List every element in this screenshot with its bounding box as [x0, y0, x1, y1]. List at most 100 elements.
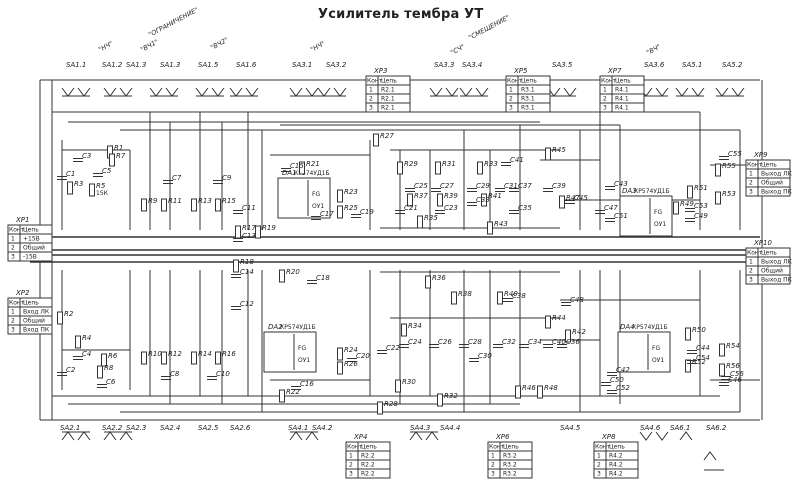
connector-id: XP6	[495, 433, 510, 441]
group-label: "ОГРАНИЧЕНИЕ"	[147, 6, 200, 39]
component-ref: R27	[380, 132, 394, 140]
component-ref: R16	[222, 350, 236, 358]
connector-signal: Общий	[23, 318, 45, 325]
switch-label: SA2.2	[102, 424, 123, 432]
component-C20: C20	[347, 352, 370, 362]
component-C19: C19	[351, 208, 374, 218]
component-R51: R51	[687, 184, 708, 199]
component-value: 15К	[96, 190, 109, 197]
component-R30: R30	[395, 378, 416, 393]
connector-pin: 2	[749, 268, 753, 275]
connector-signal: R4.2	[609, 462, 623, 469]
group-label: "НЧ"	[97, 40, 114, 54]
component-ref: C10	[216, 370, 230, 378]
connector-header: Конт	[367, 78, 383, 85]
component-C22: C22	[377, 344, 400, 354]
component-ref: C26	[438, 338, 452, 346]
component-R14: R14	[191, 350, 212, 365]
component-ref: C52	[616, 384, 630, 392]
switch-label: SA3.4	[462, 61, 482, 69]
connector-pin: 1	[597, 453, 601, 460]
connector-pin: 3	[491, 471, 495, 478]
component-C25: C25	[405, 182, 428, 192]
connector-header: Конт	[595, 444, 611, 451]
component-R35: R35	[417, 214, 438, 229]
connector-pin: 2	[11, 245, 15, 252]
connector-header: Цепь	[761, 250, 777, 257]
connector-signal: R3.1	[521, 87, 535, 94]
component-ref: C11	[242, 204, 256, 212]
component-ref: R33	[484, 160, 498, 168]
component-C55: C55	[719, 150, 742, 160]
component-ref: C6	[106, 378, 116, 386]
component-ref: C28	[468, 338, 482, 346]
component-ref: C12	[240, 300, 254, 308]
component-ref: R29	[404, 160, 418, 168]
svg-text:FG: FG	[298, 345, 306, 352]
connector-pin: 3	[349, 471, 353, 478]
group-label: "ВЧ"	[645, 43, 662, 57]
switch-label: SA2.4	[160, 424, 180, 432]
component-ref: C53	[694, 202, 708, 210]
group-labels: "НЧ""ОГРАНИЧЕНИЕ""ВЧ1""ВЧ2""НЧ""СЧ""СМЕЩ…	[97, 6, 662, 57]
connector-header: Конт	[747, 162, 763, 169]
component-ref: C43	[614, 180, 628, 188]
component-C14: C14	[231, 268, 254, 278]
component-R6: R6	[101, 352, 118, 367]
component-C33: C33	[467, 196, 490, 206]
component-ref: R26	[344, 360, 358, 368]
component-C30: C30	[469, 352, 492, 362]
switch-label: SA4.4	[440, 424, 460, 432]
component-R37: R37	[407, 192, 428, 207]
connector-pin: 1	[11, 236, 15, 243]
component-C26: C26	[429, 338, 452, 348]
component-C6: C6	[97, 378, 116, 388]
page-title: Усилитель тембра УТ	[318, 7, 484, 22]
connector-signal: R3.2	[503, 462, 517, 469]
component-C5: C5	[93, 167, 112, 177]
connector-signal: Общий	[761, 180, 783, 187]
switch-label: SA6.1	[670, 424, 690, 432]
component-ref: C39	[552, 182, 566, 190]
switch-label: SA5.1	[682, 61, 702, 69]
connector-pin: 3	[603, 105, 607, 112]
component-C52: C52	[607, 384, 630, 394]
component-C7: C7	[163, 174, 182, 184]
component-R10: R10	[141, 350, 162, 365]
component-R31: R31	[435, 160, 456, 175]
component-ref: R32	[444, 392, 458, 400]
connector-header: Цепь	[503, 444, 519, 451]
switch-label: SA3.5	[552, 61, 573, 69]
group-label: "НЧ"	[309, 40, 326, 54]
component-C44: C44	[687, 344, 710, 354]
component-ref: C21	[404, 204, 418, 212]
component-C32: C32	[493, 338, 516, 348]
component-ref: C30	[478, 352, 492, 360]
component-R42: R42	[565, 328, 586, 343]
component-R17: R17	[235, 224, 256, 239]
component-ref: R40	[504, 290, 518, 298]
component-ref: C40	[552, 338, 566, 346]
component-C31: C31	[495, 182, 518, 192]
component-ref: R51	[694, 184, 708, 192]
component-ref: R31	[442, 160, 456, 168]
svg-text:КР574УД1Б: КР574УД1Б	[634, 188, 670, 195]
component-ref: R21	[306, 160, 320, 168]
connector-header: Цепь	[381, 78, 397, 85]
connector-signal: Общий	[23, 245, 45, 252]
component-ref: R14	[198, 350, 212, 358]
opamp-DA4: DA4 КР574УД1Б FG OУ1	[617, 323, 671, 373]
switch-label: SA2.1	[60, 424, 80, 432]
component-R34: R34	[401, 322, 422, 337]
component-C39: C39	[543, 182, 566, 192]
switch-label: SA4.5	[560, 424, 581, 432]
component-ref: C18	[316, 274, 330, 282]
switch-label: SA1.5	[198, 61, 219, 69]
connector-header: Конт	[9, 227, 25, 234]
connector-pin: 2	[597, 462, 601, 469]
component-R18: R18	[233, 258, 254, 273]
component-C42: C42	[607, 366, 630, 376]
